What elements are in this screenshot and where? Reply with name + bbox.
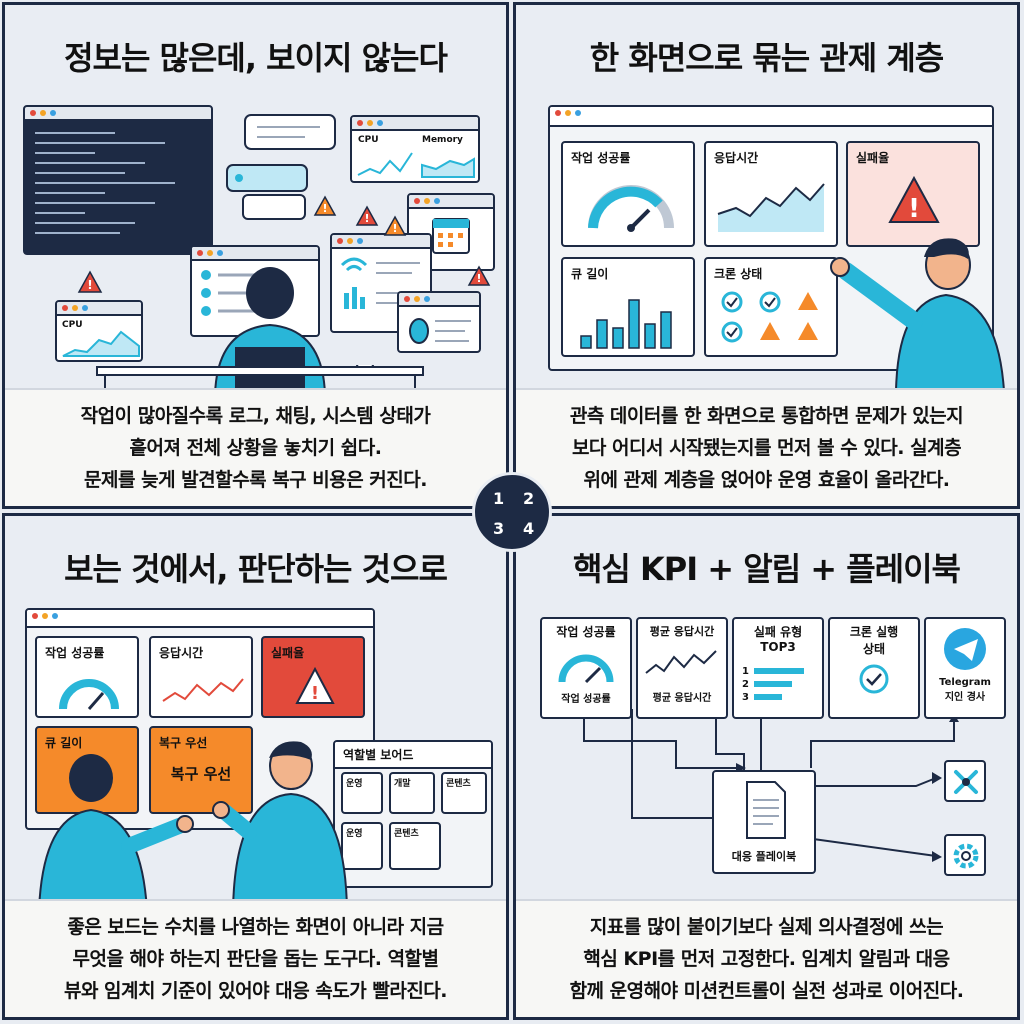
two-people xyxy=(37,741,349,910)
panel-3: 보는 것에서, 판단하는 것으로 작업 성공률 응답시간 실패율 ! 큐 길이 … xyxy=(2,513,509,1020)
caption-line: 문제를 늦게 발견할수록 복구 비용은 커진다. xyxy=(84,469,427,491)
warning-icon: ! xyxy=(313,195,337,216)
warning-icon: ! xyxy=(467,265,491,286)
panel-1: 정보는 많은데, 보이지 않는다 xyxy=(2,2,509,509)
panel-2-caption: 관측 데이터를 한 화면으로 통합하면 문제가 있는지 보다 어디서 시작됐는지… xyxy=(516,388,1017,506)
tile-failure-rate: 실패율 ! xyxy=(261,636,365,718)
warning-icon: ! xyxy=(77,270,103,293)
pointing-person xyxy=(830,238,1006,391)
caption-line: 뷰와 임계치 기준이 있어야 대응 속도가 빨라진다. xyxy=(63,980,448,1002)
panel-4-title: 핵심 KPI + 알림 + 플레이북 xyxy=(572,550,961,588)
status-icons xyxy=(721,291,818,343)
tile-response-time: 응답시간 xyxy=(704,141,838,247)
bug-window xyxy=(397,291,481,353)
chat-bubbles xyxy=(226,114,336,220)
panel-3-caption: 좋은 보드는 수치를 나열하는 화면이 아니라 지금 무엇을 해야 하는지 판단… xyxy=(5,899,506,1017)
cpu-memory-window: CPU Memory xyxy=(350,115,480,183)
caption-line: 좋은 보드는 수치를 나열하는 화면이 아니라 지금 xyxy=(67,916,444,938)
tile-success-rate: 작업 성공률 xyxy=(561,141,695,247)
scattered-info-scene: CPU Memory xyxy=(5,95,506,395)
caption-line: 함께 운영해야 미션컨트롤이 실전 성과로 이어진다. xyxy=(569,980,964,1002)
panel-1-caption: 작업이 많아질수록 로그, 채팅, 시스템 상태가 흩어져 전체 상황을 놓치기… xyxy=(5,388,506,506)
role-tile: 개말 xyxy=(389,772,435,814)
line-chart-icon xyxy=(717,183,825,232)
kpi-card-success: 작업 성공률 작업 성공률 xyxy=(540,617,632,719)
settings-card xyxy=(944,834,986,876)
flow-connectors xyxy=(583,709,959,862)
log-window xyxy=(23,105,213,255)
memory-label: Memory xyxy=(422,135,463,145)
panel-2-title: 한 화면으로 묶는 관제 계층 xyxy=(589,39,944,77)
svg-text:!: ! xyxy=(476,272,481,285)
tile-cron-status: 크론 상태 xyxy=(704,257,838,357)
warning-icon: ! xyxy=(295,666,335,704)
tile-response-time: 응답시간 xyxy=(149,636,253,718)
caption-line: 무엇을 해야 하는지 판단을 돕는 도구다. 역할별 xyxy=(72,948,439,970)
check-circle-icon xyxy=(859,664,889,694)
tile-queue-length: 큐 길이 xyxy=(561,257,695,357)
telegram-icon xyxy=(944,628,986,670)
cpu-window-label: CPU xyxy=(62,320,83,330)
role-tile: 운영 xyxy=(341,822,383,870)
gauge-icon xyxy=(558,654,614,684)
document-icon xyxy=(746,781,786,839)
gauge-icon xyxy=(59,679,119,710)
gear-icon xyxy=(953,843,979,869)
calendar-icon xyxy=(432,218,470,254)
panel-2: 한 화면으로 묶는 관제 계층 작업 성공률 응답시간 실패율 ! 큐 길이 xyxy=(513,2,1020,509)
cpu-window: CPU xyxy=(55,300,143,362)
svg-text:!: ! xyxy=(392,222,397,235)
panel-4-caption: 지표를 많이 붙이기보다 실제 의사결정에 쓰는 핵심 KPI를 먼저 고정한다… xyxy=(516,899,1017,1017)
caption-line: 지표를 많이 붙이기보다 실제 의사결정에 쓰는 xyxy=(589,916,944,938)
kpi-card-telegram: Telegram 지인 경사 xyxy=(924,617,1006,719)
cpu-label: CPU xyxy=(358,135,379,145)
role-board-title: 역할별 보어드 xyxy=(335,742,491,769)
svg-text:!: ! xyxy=(908,194,920,224)
gauge-icon xyxy=(588,185,674,232)
warning-icon: ! xyxy=(383,215,407,236)
panel-1-title: 정보는 많은데, 보이지 않는다 xyxy=(64,39,448,77)
svg-text:!: ! xyxy=(364,212,369,225)
kpi-card-failure-types: 실패 유형 TOP3 1 2 3 xyxy=(732,617,824,719)
tile-failure-rate: 실패율 ! xyxy=(846,141,980,247)
caption-line: 작업이 많아질수록 로그, 채팅, 시스템 상태가 xyxy=(80,405,431,427)
caption-line: 핵심 KPI를 먼저 고정한다. 임계치 알림과 대응 xyxy=(583,948,950,970)
log-lines xyxy=(35,132,175,234)
role-tile: 콘텐츠 xyxy=(441,772,487,814)
bug-icon xyxy=(409,318,471,344)
panel-4: 핵심 KPI + 알림 + 플레이북 작업 성공률 작업 성공률 평균 응답시간 xyxy=(513,513,1020,1020)
svg-text:!: ! xyxy=(87,278,92,292)
integration-icon xyxy=(954,770,978,794)
recovery-priority-label: 복구 우선 xyxy=(170,765,232,783)
playbook-card: 대응 플레이북 xyxy=(712,770,816,874)
caption-line: 관측 데이터를 한 화면으로 통합하면 문제가 있는지 xyxy=(569,405,964,427)
bar-chart-icon xyxy=(580,299,672,349)
tile-recovery-priority: 복구 우선 복구 우선 xyxy=(149,726,253,814)
kpi-card-response: 평균 응답시간 평균 응답시간 xyxy=(636,617,728,719)
panel-3-title: 보는 것에서, 판단하는 것으로 xyxy=(64,550,448,588)
caption-line: 위에 관제 계층을 얹어야 운영 효율이 올라간다. xyxy=(583,469,950,491)
kpi-card-cron: 크론 실행 상태 xyxy=(828,617,920,719)
role-tile: 콘텐츠 xyxy=(389,822,441,870)
caption-line: 보다 어디서 시작됐는지를 먼저 볼 수 있다. 실계층 xyxy=(571,437,962,459)
line-chart-icon xyxy=(645,650,717,674)
tile-success-rate: 작업 성공률 xyxy=(35,636,139,718)
line-chart-icon xyxy=(162,678,244,702)
svg-text:!: ! xyxy=(322,202,327,215)
warning-icon: ! xyxy=(355,205,379,226)
integration-card xyxy=(944,760,986,802)
warning-icon: ! xyxy=(888,175,940,224)
role-tile: 운영 xyxy=(341,772,383,814)
rank-bars xyxy=(754,668,804,700)
caption-line: 흩어져 전체 상황을 놓치기 쉽다. xyxy=(129,437,382,459)
playbook-label: 대응 플레이북 xyxy=(731,850,797,863)
panel-number-badge: 1 2 3 4 xyxy=(472,472,552,552)
svg-text:!: ! xyxy=(311,683,319,704)
